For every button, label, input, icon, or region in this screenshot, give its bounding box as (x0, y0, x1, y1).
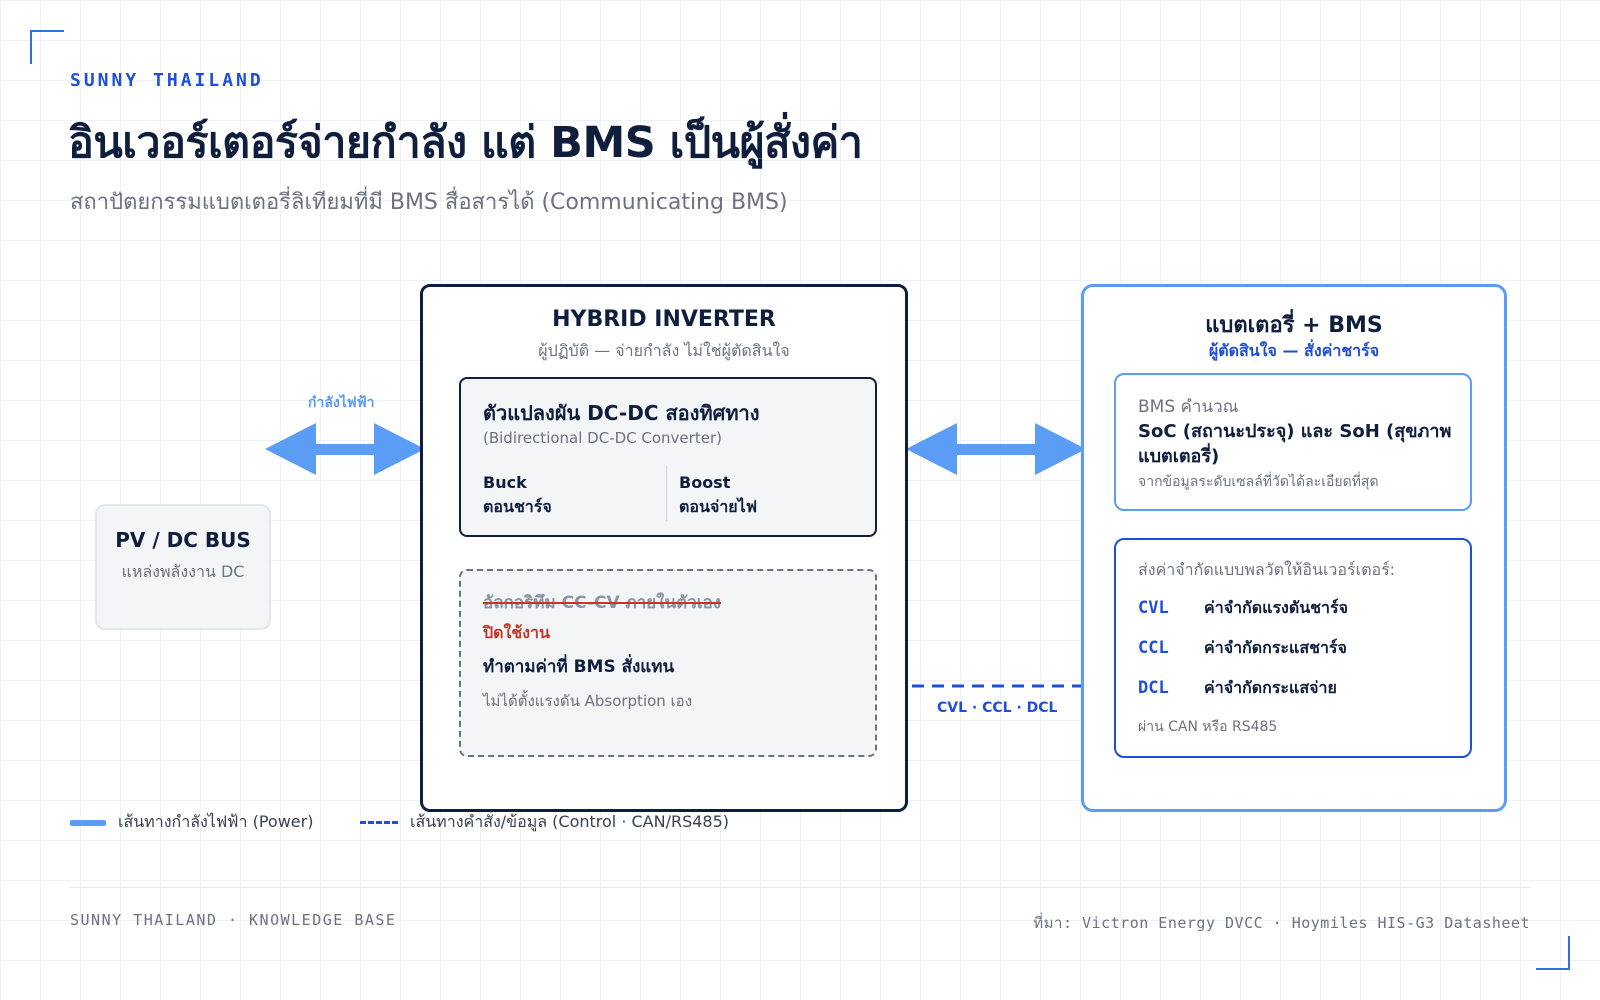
bms-calculation-box: BMS คำนวณ SoC (สถานะประจุ) และ SoH (สุขภ… (1114, 373, 1472, 511)
limit-key: CVL (1138, 598, 1169, 618)
legend-control-swatch (360, 821, 398, 824)
pv-subtitle: แหล่งพลังงาน DC (121, 562, 245, 581)
converter-subtitle: (Bidirectional DC-DC Converter) (483, 429, 722, 447)
control-arrow-bms-inverter (912, 672, 1107, 700)
boost-desc: ตอนจ่ายไฟ (679, 497, 758, 516)
corner-mark-top-left (30, 30, 64, 64)
brand-eyebrow: SUNNY THAILAND (70, 70, 264, 91)
legend-control-label: เส้นทางคำสั่ง/ข้อมูล (Control · CAN/RS48… (410, 812, 730, 831)
limit-key: DCL (1138, 678, 1169, 698)
power-arrow-inverter-battery (906, 423, 1086, 475)
footer-source: ที่มา: Victron Energy DVCC · Hoymiles HI… (1033, 914, 1530, 932)
legend-control: เส้นทางคำสั่ง/ข้อมูล (Control · CAN/RS48… (360, 810, 729, 835)
boost-label: Boost (679, 473, 731, 492)
legend-power: เส้นทางกำลังไฟฟ้า (Power) (70, 810, 313, 835)
limits-label: ส่งค่าจำกัดแบบพลวัตให้อินเวอร์เตอร์: (1138, 560, 1396, 579)
cc-cv-algorithm-struck: อัลกอริทึม CC-CV ภายในตัวเอง (483, 593, 722, 613)
boost-mode: Boost ตอนจ่ายไฟ (679, 471, 757, 519)
pv-dc-bus-box: PV / DC BUS แหล่งพลังงาน DC (95, 504, 271, 630)
power-arrow-label: กำลังไฟฟ้า (308, 395, 375, 411)
bms-calc-note: จากข้อมูลระดับเซลล์ที่วัดได้ละเอียดที่สุ… (1138, 474, 1379, 490)
power-arrow-pv-inverter (265, 423, 425, 475)
legend-power-label: เส้นทางกำลังไฟฟ้า (Power) (118, 812, 314, 831)
battery-subtitle: ผู้ตัดสินใจ — สั่งค่าชาร์จ (1208, 341, 1380, 360)
limit-row-ccl: CCL ค่าจำกัดกระแสชาร์จ (1138, 636, 1347, 660)
dynamic-limits-box: ส่งค่าจำกัดแบบพลวัตให้อินเวอร์เตอร์: CVL… (1114, 538, 1472, 758)
limit-desc: ค่าจำกัดกระแสจ่าย (1204, 678, 1337, 697)
bms-calc-label: BMS คำนวณ (1138, 397, 1239, 417)
limit-desc: ค่าจำกัดกระแสชาร์จ (1204, 638, 1347, 657)
footer-divider (70, 887, 1530, 888)
pv-title: PV / DC BUS (115, 528, 251, 552)
battery-title: แบตเตอรี่ + BMS (1205, 313, 1383, 338)
page-subtitle: สถาปัตยกรรมแบตเตอรี่ลิเทียมที่มี BMS สื่… (70, 190, 788, 215)
follow-bms-text: ทำตามค่าที่ BMS สั่งแทน (483, 657, 675, 677)
limit-desc: ค่าจำกัดแรงดันชาร์จ (1204, 598, 1348, 617)
limit-key: CCL (1138, 638, 1169, 658)
footer-brand: SUNNY THAILAND · KNOWLEDGE BASE (70, 911, 397, 929)
hybrid-inverter-box: HYBRID INVERTER ผู้ปฏิบัติ — จ่ายกำลัง ไ… (420, 284, 908, 812)
limits-via: ผ่าน CAN หรือ RS485 (1138, 719, 1278, 735)
internal-algorithm-box: อัลกอริทึม CC-CV ภายในตัวเอง ปิดใช้งาน ท… (459, 569, 877, 757)
page-title: อินเวอร์เตอร์จ่ายกำลัง แต่ BMS เป็นผู้สั… (68, 118, 863, 168)
inverter-subtitle: ผู้ปฏิบัติ — จ่ายกำลัง ไม่ใช่ผู้ตัดสินใจ (538, 341, 790, 360)
disabled-status: ปิดใช้งาน (483, 623, 550, 642)
battery-bms-box: แบตเตอรี่ + BMS ผู้ตัดสินใจ — สั่งค่าชาร… (1081, 284, 1507, 812)
control-arrow-label: CVL · CCL · DCL (937, 700, 1058, 716)
limit-row-cvl: CVL ค่าจำกัดแรงดันชาร์จ (1138, 596, 1348, 620)
converter-divider (666, 465, 667, 521)
legend-power-swatch (70, 819, 106, 826)
buck-desc: ตอนชาร์จ (483, 497, 552, 516)
dc-dc-converter-box: ตัวแปลงผัน DC-DC สองทิศทาง (Bidirectiona… (459, 377, 877, 537)
absorption-note: ไม่ได้ตั้งแรงดัน Absorption เอง (483, 692, 693, 710)
limit-row-dcl: DCL ค่าจำกัดกระแสจ่าย (1138, 676, 1337, 700)
inverter-title: HYBRID INVERTER (552, 307, 776, 332)
buck-mode: Buck ตอนชาร์จ (483, 471, 552, 519)
bms-calc-main: SoC (สถานะประจุ) และ SoH (สุขภาพแบตเตอรี… (1138, 421, 1452, 467)
corner-mark-bottom-right (1536, 936, 1570, 970)
buck-label: Buck (483, 473, 527, 492)
converter-title: ตัวแปลงผัน DC-DC สองทิศทาง (483, 401, 760, 425)
